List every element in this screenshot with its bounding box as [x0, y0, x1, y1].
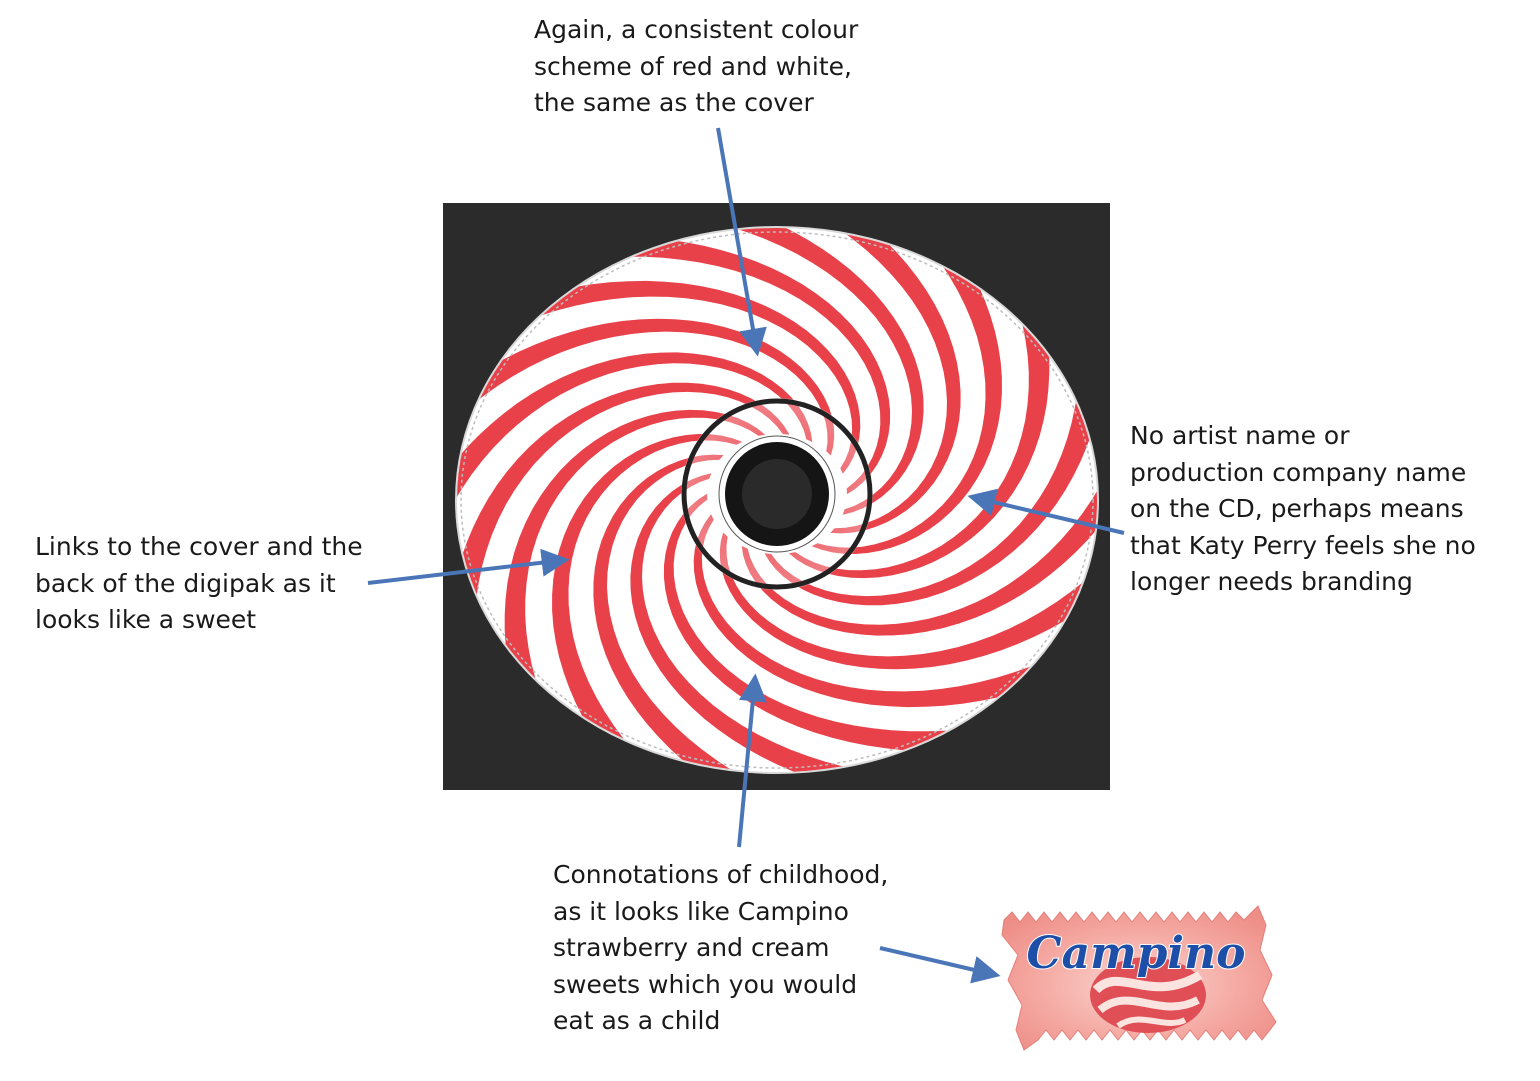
- annotation-childhood: Connotations of childhood, as it looks l…: [553, 857, 933, 1040]
- annotation-links-to-cover: Links to the cover and the back of the d…: [35, 529, 395, 639]
- annotation-no-branding: No artist name or production company nam…: [1130, 418, 1530, 601]
- campino-wrapper: Campino: [1002, 906, 1276, 1050]
- campino-logo: Campino: [1027, 928, 1246, 979]
- annotation-colour-scheme: Again, a consistent colour scheme of red…: [534, 12, 894, 122]
